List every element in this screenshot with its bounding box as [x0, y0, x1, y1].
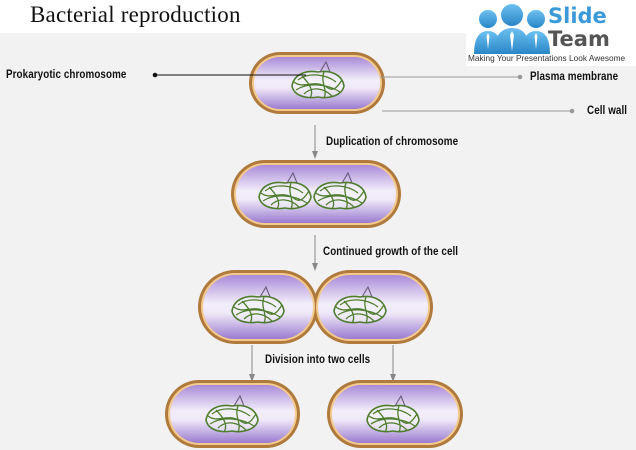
step-label-duplication: Duplication of chromosome — [326, 134, 459, 148]
step-label-growth: Continued growth of the cell — [323, 244, 459, 258]
daughter-cell-left — [165, 380, 300, 448]
leader-dot — [152, 72, 158, 78]
logo-tagline: Making Your Presentations Look Awesome — [468, 53, 626, 63]
cell-3-dividing — [198, 270, 433, 344]
leader-dot — [517, 74, 523, 80]
logo-text-slide: Slide — [548, 4, 607, 28]
logo-text-team: Team — [548, 27, 610, 51]
leader-dot — [569, 108, 575, 114]
daughter-cell-right — [327, 380, 463, 448]
step-label-division: Division into two cells — [265, 352, 371, 366]
cell-1 — [249, 52, 385, 114]
slide-title: Bacterial reproduction — [30, 2, 241, 27]
label-plasma-membrane: Plasma membrane — [530, 69, 619, 83]
cell-2 — [231, 160, 401, 228]
label-cell-wall: Cell wall — [587, 103, 628, 117]
label-prokaryotic-chromosome: Prokaryotic chromosome — [6, 67, 127, 81]
slideteam-logo: Slide Team Making Your Presentations Loo… — [466, 0, 636, 66]
people-group-icon — [474, 4, 550, 54]
